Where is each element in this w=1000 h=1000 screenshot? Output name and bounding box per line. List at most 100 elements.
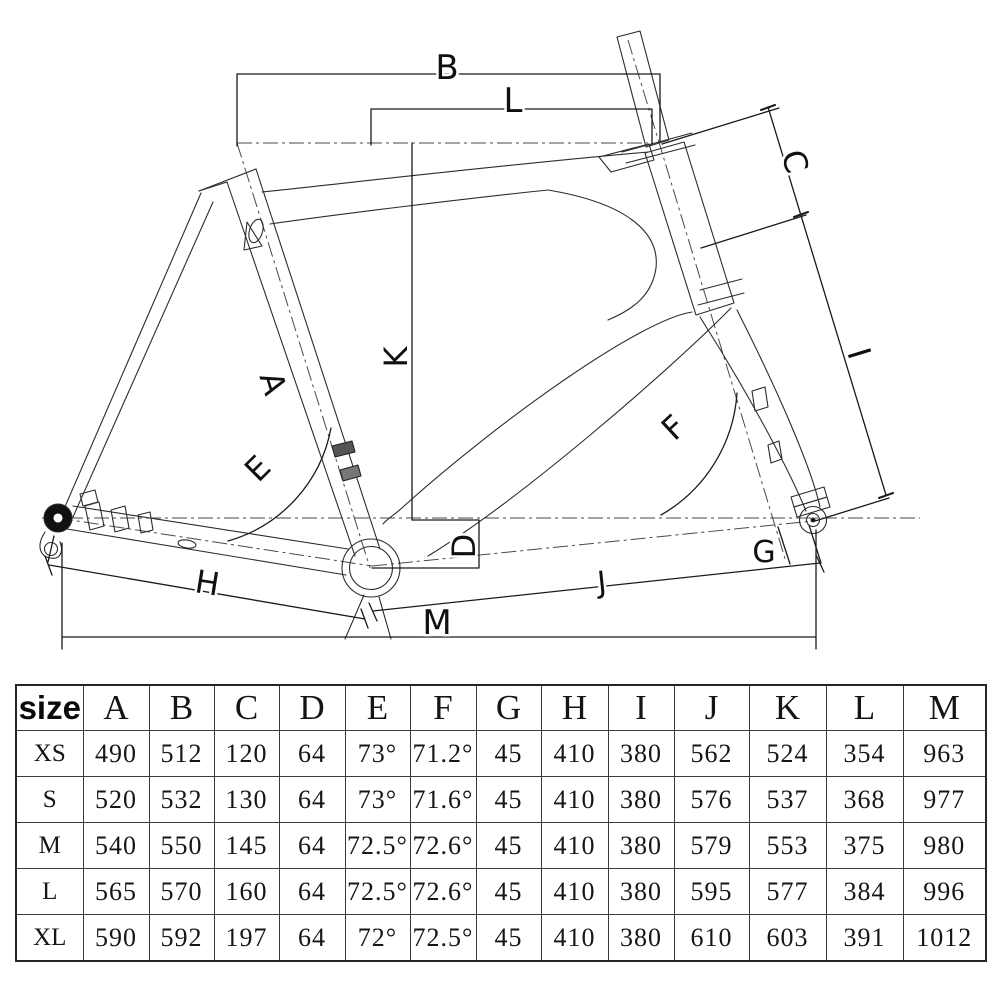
fork-mount-2 xyxy=(767,440,783,464)
value-L-D: 64 xyxy=(278,868,346,915)
value-XL-M: 1012 xyxy=(902,914,987,962)
seat-tube-boss-2 xyxy=(339,464,362,482)
value-M-G: 45 xyxy=(475,822,542,869)
column-header-K: K xyxy=(748,684,827,731)
value-M-J: 579 xyxy=(673,822,750,869)
value-L-M: 996 xyxy=(902,868,987,915)
dim-H xyxy=(44,535,369,629)
value-M-K: 553 xyxy=(748,822,827,869)
down-tube-lower-edge xyxy=(427,307,732,557)
value-S-M: 977 xyxy=(902,776,987,823)
value-M-B: 550 xyxy=(148,822,215,869)
value-S-C: 130 xyxy=(213,776,280,823)
label-F: F xyxy=(654,407,693,447)
value-L-L: 384 xyxy=(825,868,904,915)
label-K: K xyxy=(377,345,415,367)
dim-F-arc xyxy=(660,392,738,516)
top-tube-upper-edge xyxy=(261,151,649,193)
seat-tube-top-face xyxy=(198,168,257,192)
size-cell-S: S xyxy=(15,776,84,823)
value-XL-D: 64 xyxy=(278,914,346,962)
seat-stay-lower xyxy=(72,201,214,518)
dim-I-extension xyxy=(814,497,890,522)
dimension-labels: B L C A K I E F D G H J M xyxy=(190,46,881,646)
label-M: M xyxy=(422,603,451,643)
value-S-A: 520 xyxy=(82,776,150,823)
fork-mount-1 xyxy=(751,386,769,412)
value-XS-J: 562 xyxy=(673,730,750,777)
dim-J xyxy=(368,554,825,622)
label-H: H xyxy=(192,562,222,603)
headset-spacer-line-1 xyxy=(621,132,693,153)
value-S-K: 537 xyxy=(748,776,827,823)
value-M-M: 980 xyxy=(902,822,987,869)
bb-rear-axle-axis xyxy=(57,517,373,567)
value-XL-B: 592 xyxy=(148,914,215,962)
value-XS-C: 120 xyxy=(213,730,280,777)
size-cell-XL: XL xyxy=(15,914,84,962)
seat-tube-left-edge xyxy=(198,181,356,557)
column-header-A: A xyxy=(82,684,150,731)
value-S-G: 45 xyxy=(475,776,542,823)
hanger-hole xyxy=(43,541,59,557)
junction-swoosh xyxy=(547,189,657,321)
dim-D xyxy=(371,519,480,569)
fork-blade-front-edge xyxy=(736,309,821,508)
fork-blade-rear-edge xyxy=(699,316,807,512)
seat-tube-boss-1 xyxy=(331,440,356,458)
column-header-G: G xyxy=(475,684,542,731)
value-XL-E: 72° xyxy=(344,914,411,962)
value-M-H: 410 xyxy=(540,822,609,869)
frame-geometry-diagram: B L C A K I E F D G H J M xyxy=(39,30,920,650)
value-XL-J: 610 xyxy=(673,914,750,962)
size-cell-L: L xyxy=(15,868,84,915)
label-L: L xyxy=(504,81,523,121)
column-header-E: E xyxy=(344,684,411,731)
value-XS-B: 512 xyxy=(148,730,215,777)
front-axle-hub-outer xyxy=(798,505,828,535)
value-XS-M: 963 xyxy=(902,730,987,777)
value-L-I: 380 xyxy=(607,868,675,915)
value-S-H: 410 xyxy=(540,776,609,823)
value-L-F: 72.6° xyxy=(409,868,477,915)
dim-L xyxy=(370,108,653,146)
value-XL-G: 45 xyxy=(475,914,542,962)
column-header-J: J xyxy=(673,684,750,731)
value-XS-L: 354 xyxy=(825,730,904,777)
value-XS-K: 524 xyxy=(748,730,827,777)
value-S-F: 71.6° xyxy=(409,776,477,823)
size-cell-XS: XS xyxy=(15,730,84,777)
value-XL-H: 410 xyxy=(540,914,609,962)
chainstay-upper xyxy=(72,505,349,550)
column-header-F: F xyxy=(409,684,477,731)
bb-projection-legs xyxy=(344,594,392,640)
value-XL-K: 603 xyxy=(748,914,827,962)
label-G: G xyxy=(752,535,775,570)
value-XS-F: 71.2° xyxy=(409,730,477,777)
value-XL-L: 391 xyxy=(825,914,904,962)
value-L-C: 160 xyxy=(213,868,280,915)
value-XS-G: 45 xyxy=(475,730,542,777)
dim-CI-line xyxy=(767,106,887,496)
bb-front-axle-axis xyxy=(371,520,814,567)
value-L-J: 595 xyxy=(673,868,750,915)
seat-stay-upper xyxy=(63,192,202,510)
value-XL-I: 380 xyxy=(607,914,675,962)
dim-M xyxy=(61,529,817,650)
label-I: I xyxy=(839,343,878,363)
dim-E-arc xyxy=(227,427,332,542)
seat-tube-right-edge xyxy=(255,168,381,550)
front-axle-center xyxy=(810,517,816,523)
centerlines xyxy=(42,39,920,569)
value-XS-I: 380 xyxy=(607,730,675,777)
value-XL-C: 197 xyxy=(213,914,280,962)
value-L-G: 45 xyxy=(475,868,542,915)
label-A: A xyxy=(252,367,295,399)
label-B: B xyxy=(435,48,458,88)
value-XS-E: 73° xyxy=(344,730,411,777)
